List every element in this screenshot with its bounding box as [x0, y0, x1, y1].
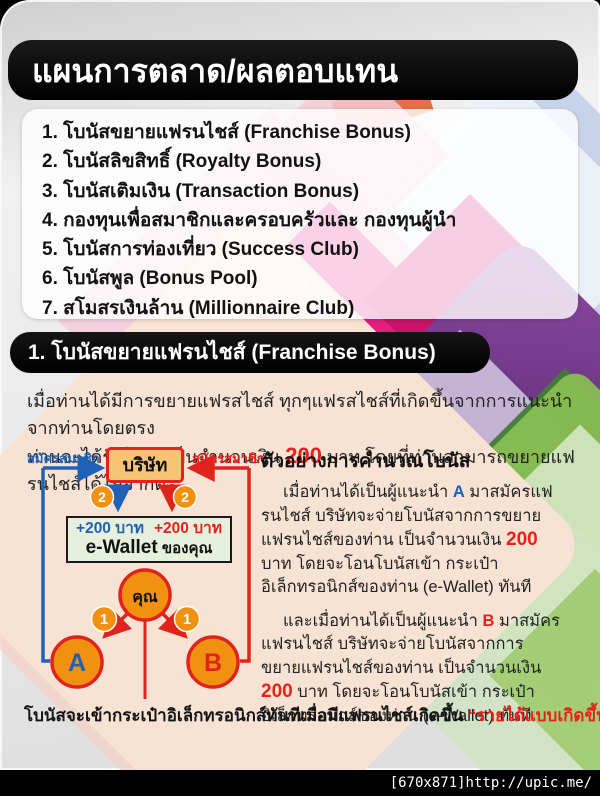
ewallet-box: +200 บาท +200 บาท e-Wallet ของคุณ — [66, 516, 232, 563]
apply-label-left: สมัครสมาชิก — [27, 451, 100, 466]
example-paragraph-a: เมื่อท่านได้เป็นผู้แนะนำ A มาสมัครแฟรนไช… — [261, 481, 563, 600]
ewallet-amount-red: +200 บาท — [154, 520, 222, 537]
example-title: ตัวอย่างการคำนวณโบนัส — [261, 451, 471, 472]
page-title: แผนการตลาด/ผลตอบแทน — [8, 40, 578, 100]
example-a-ref: A — [452, 483, 465, 501]
watermark-text: [670x871]http://upic.me/ — [389, 775, 592, 791]
ewallet-amounts: +200 บาท +200 บาท — [68, 520, 230, 538]
node-b-label: B — [204, 649, 222, 677]
example-a-seg1: เมื่อท่านได้เป็นผู้แนะนำ — [283, 483, 453, 501]
list-item: 7. สโมสรเงินล้าน (Millionnaire Club) — [42, 297, 355, 319]
footer-note-text: โบนัสจะเข้ากระเป๋าอิเล็กทรอนิกส์ทันทีเมื… — [24, 706, 469, 725]
apply-line-b — [240, 468, 251, 663]
example-b-amount: 200 — [261, 681, 293, 702]
node-a — [50, 635, 104, 689]
ewallet-owner: ของคุณ — [157, 540, 213, 557]
node-b — [186, 635, 240, 689]
example-b-seg3: บาท โดยจะโอนโบนัสเข้า กระเป๋าอิเล็กทรอนิ… — [261, 683, 535, 725]
list-item: 4. กองทุนเพื่อสมาชิกและครอบครัวและ กองทุ… — [42, 209, 457, 231]
example-b-ref: B — [482, 611, 495, 630]
step1-badge-left — [90, 605, 118, 633]
example-b-seg1: และเมื่อท่านได้เป็นผู้แนะนำ — [283, 611, 483, 630]
list-item: 6. โบนัสพูล (Bonus Pool) — [42, 268, 258, 290]
example-b-seg2: มาสมัครแฟรนไชส์ บริษัทจะจ่ายโบนัสจากการข… — [261, 611, 560, 677]
bonus-amount: 200 — [285, 443, 322, 468]
franchise-flow-diagram: คุณ A B 2 2 1 1 — [41, 454, 251, 699]
apply-line-a — [41, 468, 50, 663]
poster-content: แผนการตลาด/ผลตอบแทน 1. โบนัสขยายแฟรนไชส์… — [8, 40, 600, 729]
step1-badge-left-label: 1 — [100, 611, 108, 628]
example-a-amount: 200 — [506, 529, 538, 550]
intro-line-1: เมื่อท่านได้มีการขยายแฟรสไชส์ ทุกๆแฟรสไช… — [27, 391, 573, 438]
list-item: 3. โบนัสเติมเงิน (Transaction Bonus) — [42, 180, 360, 202]
footer-note: โบนัสจะเข้ากระเป๋าอิเล็กทรอนิกส์ทันทีเมื… — [24, 702, 600, 729]
list-item: 2. โบนัสลิขสิทธิ์ (Royalty Bonus) — [42, 151, 322, 173]
step2-badge-right-label: 2 — [181, 489, 189, 505]
footer-note-highlight: “รายได้แบบเกิดขึ้นทันที” — [468, 706, 600, 725]
refer-arrow-b — [158, 609, 188, 639]
list-item: 5. โบนัสการท่องเที่ยว (Success Club) — [42, 239, 359, 261]
ewallet-title-row: e-Wallet ของคุณ — [68, 538, 230, 559]
you-node — [118, 568, 172, 622]
apply-label-right: สมัครสมาชิก — [192, 451, 265, 466]
example-column: ตัวอย่างการคำนวณโบนัส เมื่อท่านได้เป็นผู… — [261, 446, 563, 728]
ewallet-amount-blue: +200 บาท — [76, 520, 144, 537]
bonus-list-card: 1. โบนัสขยายแฟรนไชส์ (Franchise Bonus) 2… — [22, 109, 578, 319]
example-paragraph-b: และเมื่อท่านได้เป็นผู้แนะนำ B มาสมัครแฟร… — [261, 610, 563, 729]
step2-badge-right — [172, 484, 198, 510]
poster-background: แผนการตลาด/ผลตอบแทน 1. โบนัสขยายแฟรนไชส์… — [0, 0, 600, 770]
you-node-label: คุณ — [132, 589, 158, 607]
watermark-bar: [670x871]http://upic.me/ — [0, 770, 600, 796]
step2-badge-left-label: 2 — [98, 489, 106, 505]
step1-badge-right — [173, 605, 201, 633]
step1-badge-right-label: 1 — [183, 611, 191, 628]
company-box: บริษัท — [106, 447, 184, 483]
section-title: 1. โบนัสขยายแฟรนไชส์ (Franchise Bonus) — [10, 332, 490, 373]
node-a-label: A — [68, 649, 86, 677]
step2-badge-left — [89, 484, 115, 510]
list-item: 1. โบนัสขยายแฟรนไชส์ (Franchise Bonus) — [42, 122, 411, 143]
refer-arrow-a — [102, 609, 132, 639]
example-a-seg3: บาท โดยจะโอนโบนัสเข้า กระเป๋าอิเล็กทรอนิ… — [261, 554, 532, 597]
example-a-seg2: มาสมัครแฟรนไชส์ บริษัทจะจ่ายโบนัสจากการข… — [261, 483, 553, 549]
ewallet-title: e-Wallet — [85, 537, 158, 558]
